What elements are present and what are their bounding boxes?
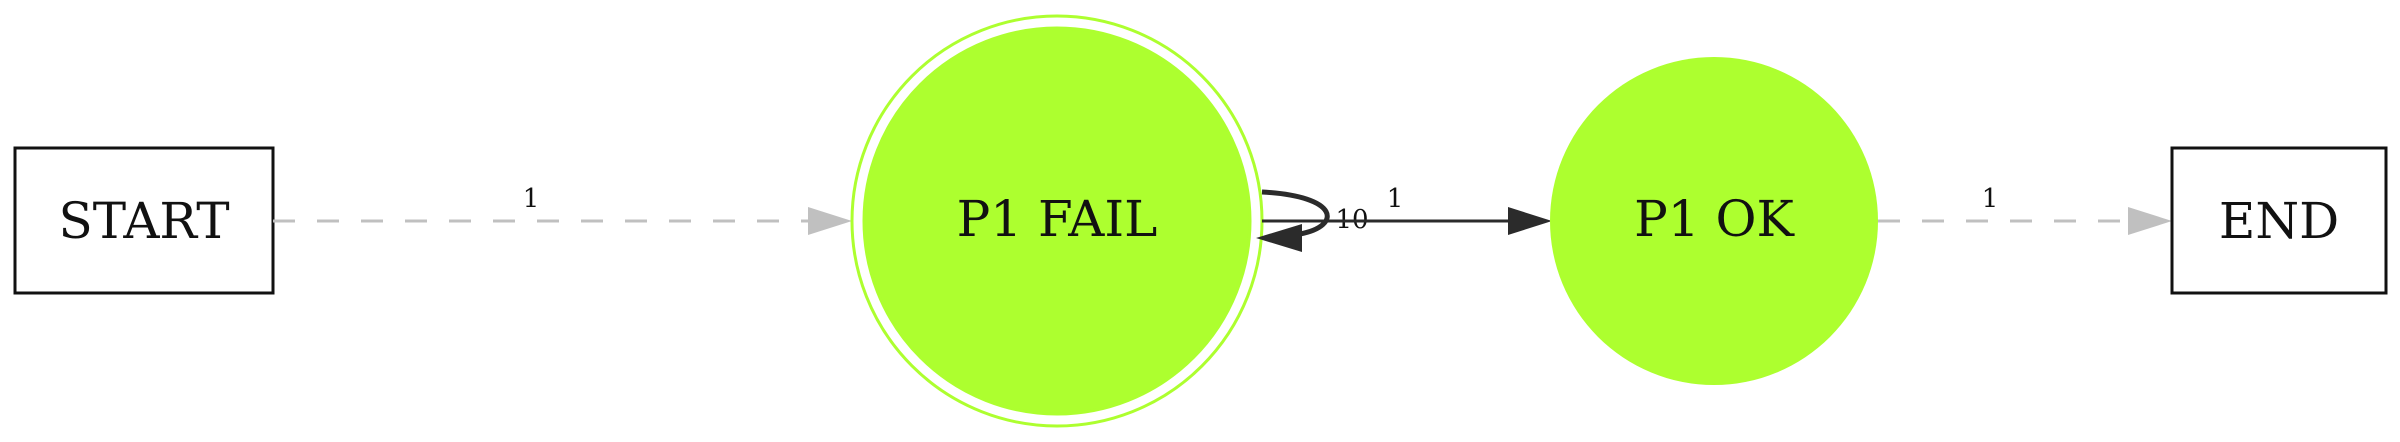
edge-ok-to-end-arrowhead — [2128, 207, 2172, 235]
node-p1-fail-inner-circle — [862, 26, 1252, 416]
edge-start-to-fail-arrowhead — [808, 207, 852, 235]
edge-fail-loop-path — [1261, 189, 1330, 237]
edge-fail-loop-arrowhead — [1256, 224, 1302, 252]
edge-start-to-fail: 1 — [273, 184, 852, 235]
edge-fail-to-ok: 1 — [1262, 184, 1552, 235]
node-p1-ok-label: P1 OK — [1634, 190, 1795, 248]
node-start[interactable]: START — [13, 146, 275, 295]
node-end[interactable]: END — [2170, 146, 2388, 295]
node-p1-fail-label: P1 FAIL — [957, 190, 1158, 248]
edge-fail-to-ok-label: 1 — [1387, 184, 1404, 214]
edge-start-to-fail-label: 1 — [523, 184, 540, 214]
node-p1-fail[interactable]: P1 FAIL — [850, 14, 1264, 428]
edge-ok-to-end: 1 — [1878, 184, 2172, 235]
node-p1-ok[interactable]: P1 OK — [1550, 57, 1878, 385]
node-start-label: START — [58, 192, 229, 250]
node-end-box — [2170, 146, 2388, 295]
node-start-box — [13, 146, 275, 295]
edge-fail-to-ok-arrowhead — [1508, 207, 1552, 235]
edge-ok-to-end-label: 1 — [1982, 184, 1999, 214]
node-end-label: END — [2219, 192, 2339, 250]
node-p1-ok-circle — [1550, 57, 1878, 385]
